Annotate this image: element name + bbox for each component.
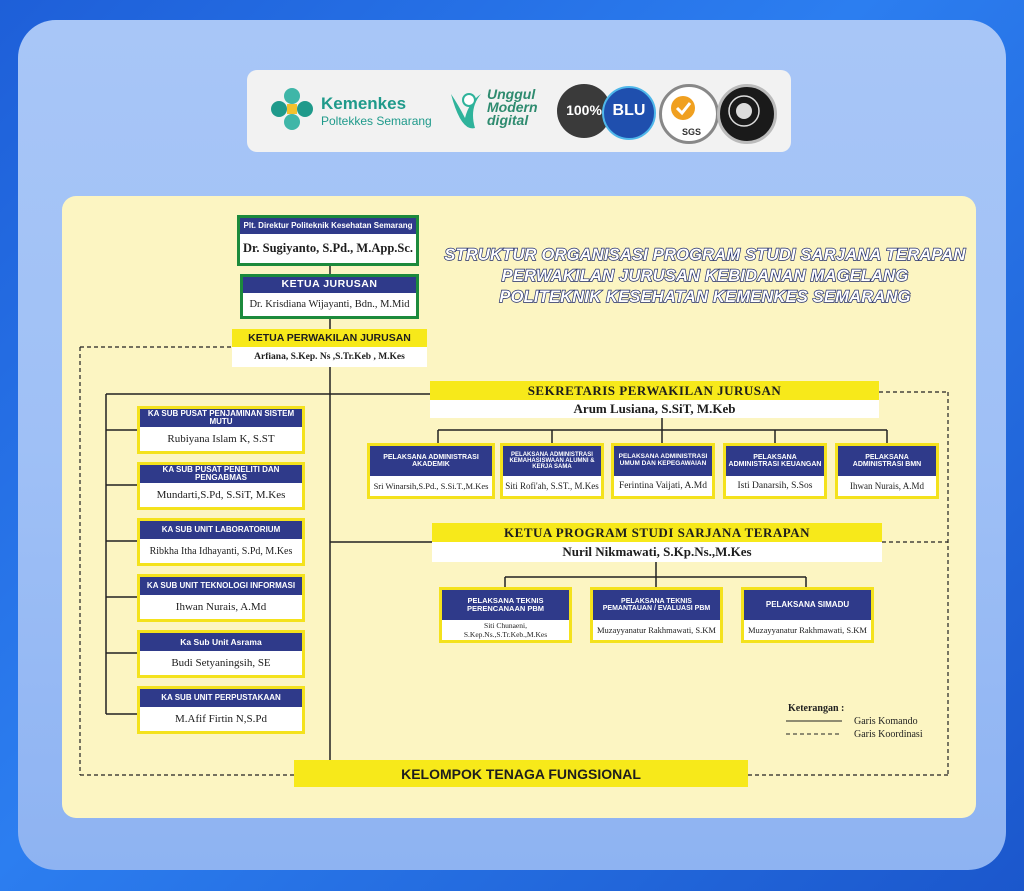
- direktur-box: Plt. Direktur Politeknik Kesehatan Semar…: [237, 215, 419, 266]
- unggul-word: Unggul: [487, 86, 536, 102]
- teknis-box: PELAKSANA TEKNIS PEMANTAUAN / EVALUASI P…: [590, 587, 723, 643]
- teknis-name: Muzayyanatur Rakhmawati, S.KM: [748, 625, 867, 635]
- admin-box: PELAKSANA ADMINISTRASI UMUM DAN KEPEGAWA…: [611, 443, 715, 499]
- teknis-name: Siti Chunaeni, S.Kep.Ns.,S.Tr.Keb.,M.Kes: [463, 621, 548, 639]
- sub-unit-box: Ka Sub Unit Asrama Budi Setyaningsih, SE: [137, 630, 305, 678]
- admin-role: PELAKSANA ADMINISTRASI UMUM DAN KEPEGAWA…: [614, 446, 712, 476]
- admin-role: PELAKSANA ADMINISTRASI AKADEMIK: [370, 446, 492, 476]
- sub-unit-role: Ka Sub Unit Asrama: [140, 633, 302, 651]
- admin-name: Siti Rofi'ah, S.ST., M.Kes: [505, 481, 599, 491]
- badge-seal-icon: [717, 84, 777, 144]
- sub-unit-role: KA SUB UNIT LABORATORIUM: [140, 521, 302, 539]
- sub-unit-name: Ihwan Nurais, A.Md: [175, 601, 267, 613]
- admin-name: Ferintina Vaijati, A.Md: [619, 481, 707, 491]
- sub-unit-role: KA SUB PUSAT PENJAMINAN SISTEM MUTU: [140, 409, 302, 427]
- sub-unit-name: Budi Setyaningsih, SE: [171, 657, 271, 669]
- fungsional-bar: KELOMPOK TENAGA FUNGSIONAL: [294, 760, 748, 787]
- teknis-role: PELAKSANA SIMADU: [744, 590, 871, 620]
- legend-koordinasi: Garis Koordinasi: [854, 729, 923, 740]
- admin-role: PELAKSANA ADMINISTRASI KEUANGAN: [726, 446, 824, 476]
- sub-unit-box: KA SUB PUSAT PENJAMINAN SISTEM MUTU Rubi…: [137, 406, 305, 454]
- admin-name: Ihwan Nurais, A.Md: [850, 481, 924, 491]
- chart-title-line-1: STRUKTUR ORGANISASI PROGRAM STUDI SARJAN…: [444, 245, 967, 264]
- teknis-box: PELAKSANA SIMADU Muzayyanatur Rakhmawati…: [741, 587, 874, 643]
- chart-title-line-2: PERWAKILAN JURUSAN KEBIDANAN MAGELANG: [501, 266, 909, 285]
- sekretaris-name: Arum Lusiana, S.SiT, M.Keb: [430, 400, 879, 418]
- kaprodi-role: KETUA PROGRAM STUDI SARJANA TERAPAN: [432, 523, 882, 542]
- sekretaris-role: SEKRETARIS PERWAKILAN JURUSAN: [430, 381, 879, 400]
- ketua-jurusan-role: KETUA JURUSAN: [243, 277, 416, 293]
- ketua-perwakilan-role: KETUA PERWAKILAN JURUSAN: [232, 329, 427, 347]
- teknis-box: PELAKSANA TEKNIS PERENCANAAN PBM Siti Ch…: [439, 587, 572, 643]
- legend-title: Keterangan :: [788, 703, 845, 714]
- sub-unit-role: KA SUB UNIT PERPUSTAKAAN: [140, 689, 302, 707]
- sub-unit-box: KA SUB UNIT PERPUSTAKAAN M.Afif Firtin N…: [137, 686, 305, 734]
- admin-box: PELAKSANA ADMINISTRASI BMN Ihwan Nurais,…: [835, 443, 939, 499]
- teknis-name: Muzayyanatur Rakhmawati, S.KM: [597, 625, 716, 635]
- sub-unit-name: Rubiyana Islam K, S.ST: [167, 433, 275, 445]
- admin-role: PELAKSANA ADMINISTRASI BMN: [838, 446, 936, 476]
- badge-blu-icon: BLU: [602, 86, 656, 140]
- chart-title-line-3: POLITEKNIK KESEHATAN KEMENKES SEMARANG: [499, 287, 911, 306]
- admin-role: PELAKSANA ADMINISTRASI KEMAHASISWAAN ALU…: [503, 446, 601, 476]
- sub-unit-box: KA SUB UNIT LABORATORIUM Ribkha Itha Idh…: [137, 518, 305, 566]
- sub-unit-name: M.Afif Firtin N,S.Pd: [175, 713, 267, 725]
- ketua-jurusan-box: KETUA JURUSAN Dr. Krisdiana Wijayanti, B…: [240, 274, 419, 319]
- badge-sgs-text: SGS: [682, 127, 702, 137]
- sub-unit-role: KA SUB PUSAT PENELITI DAN PENGABMAS: [140, 465, 302, 483]
- sub-unit-role: KA SUB UNIT TEKNOLOGI INFORMASI: [140, 577, 302, 595]
- teknis-role: PELAKSANA TEKNIS PEMANTAUAN / EVALUASI P…: [593, 590, 720, 620]
- admin-box: PELAKSANA ADMINISTRASI KEMAHASISWAAN ALU…: [500, 443, 604, 499]
- teknis-role: PELAKSANA TEKNIS PERENCANAAN PBM: [442, 590, 569, 620]
- badge-blu-text: BLU: [612, 102, 646, 119]
- admin-name: Isti Danarsih, S.Sos: [737, 481, 813, 491]
- modern-word: Modern: [487, 99, 538, 115]
- seal-emblem-icon: [728, 95, 760, 127]
- sub-unit-name: Ribkha Itha Idhayanti, S.Pd, M.Kes: [149, 545, 293, 557]
- unggul-modern-digital-logo-icon: [451, 93, 481, 129]
- unggul-text: Unggul Modern digital: [487, 86, 538, 128]
- digital-word: digital: [487, 112, 529, 128]
- ketua-jurusan-name: Dr. Krisdiana Wijayanti, Bdn., M.Mid: [249, 299, 410, 310]
- admin-name: Sri Winarsih,S.Pd., S.Si.T.,M.Kes: [373, 481, 489, 491]
- logo-bar: Kemenkes Poltekkes Semarang Unggul Moder…: [247, 70, 791, 152]
- direktur-role: Plt. Direktur Politeknik Kesehatan Semar…: [240, 218, 416, 234]
- admin-box: PELAKSANA ADMINISTRASI AKADEMIK Sri Wina…: [367, 443, 495, 499]
- sub-unit-box: KA SUB PUSAT PENELITI DAN PENGABMAS Mund…: [137, 462, 305, 510]
- sub-unit-box: KA SUB UNIT TEKNOLOGI INFORMASI Ihwan Nu…: [137, 574, 305, 622]
- badge-100-text: 100%: [566, 102, 602, 118]
- direktur-name: Dr. Sugiyanto, S.Pd., M.App.Sc.: [242, 241, 414, 255]
- ketua-perwakilan-name: Arfiana, S.Kep. Ns ,S.Tr.Keb , M.Kes: [232, 347, 427, 367]
- kemenkes-title: Kemenkes: [321, 94, 407, 113]
- sub-unit-name: Mundarti,S.Pd, S.SiT, M.Kes: [156, 489, 286, 501]
- legend-komando: Garis Komando: [854, 716, 918, 727]
- kaprodi-name: Nuril Nikmawati, S.Kp.Ns.,M.Kes: [432, 542, 882, 562]
- admin-box: PELAKSANA ADMINISTRASI KEUANGAN Isti Dan…: [723, 443, 827, 499]
- kemenkes-subtitle: Poltekkes Semarang: [321, 114, 432, 128]
- kemenkes-logo-icon: [271, 88, 313, 130]
- sgs-check-icon: [671, 96, 695, 120]
